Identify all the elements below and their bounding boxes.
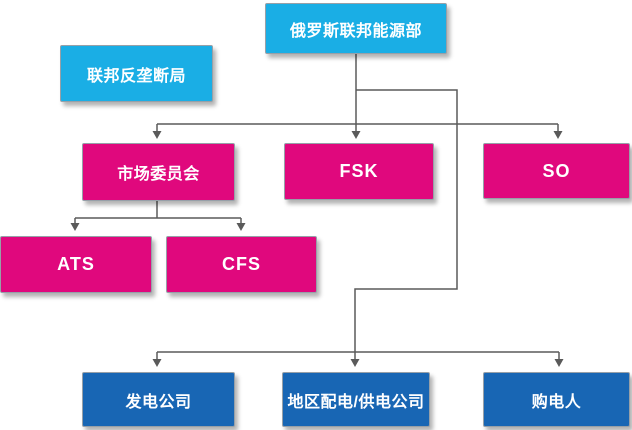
node-generation-company: 发电公司: [82, 372, 235, 427]
node-ministry: 俄罗斯联邦能源部: [265, 3, 447, 54]
node-regional-distribution-supply-company: 地区配电/供电公司: [282, 372, 430, 427]
node-power-purchaser: 购电人: [483, 372, 630, 427]
node-so: SO: [483, 143, 630, 199]
node-market-committee: 市场委员会: [82, 143, 235, 201]
node-ats: ATS: [0, 236, 152, 293]
node-antimonopoly: 联邦反垄断局: [60, 45, 213, 102]
node-fsk: FSK: [284, 143, 434, 200]
node-cfs: CFS: [166, 236, 317, 293]
